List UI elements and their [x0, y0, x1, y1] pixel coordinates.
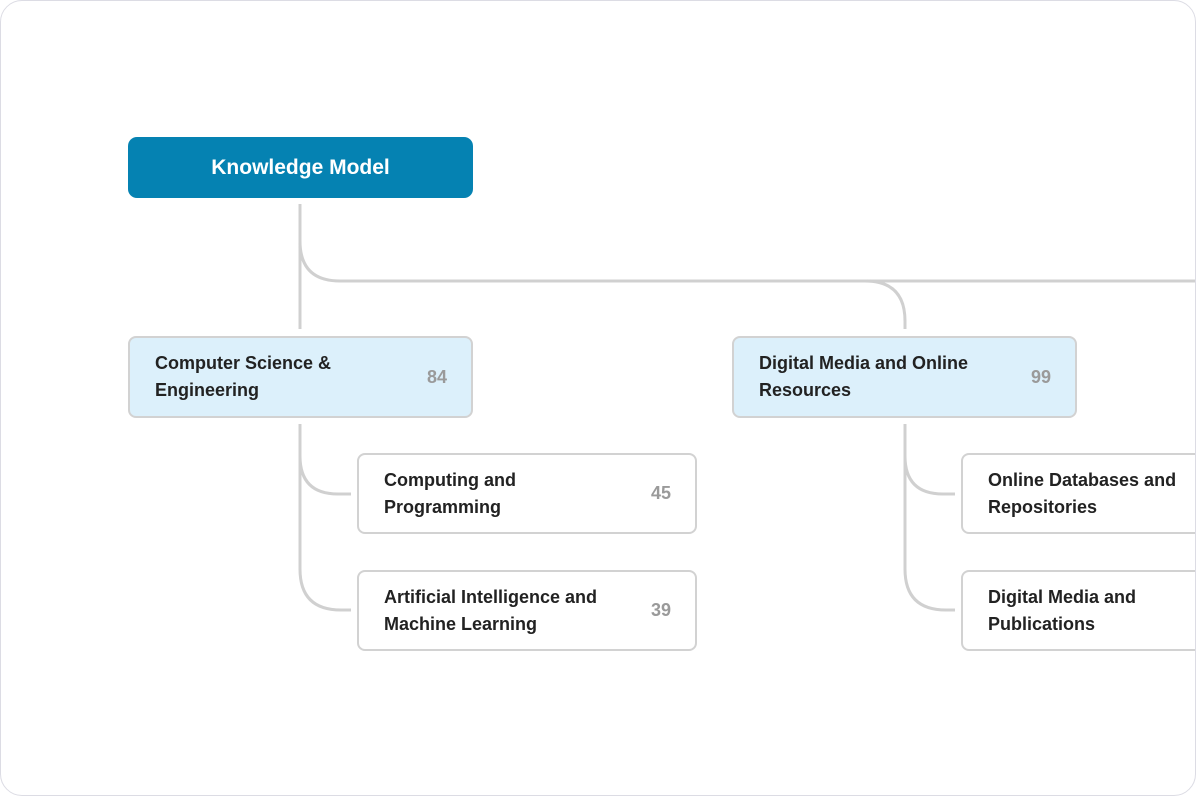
category-count: 99: [1030, 366, 1051, 387]
subcategory-node-online-databases[interactable]: Online Databases and Repositories: [961, 453, 1195, 534]
subcategory-node-computing-programming[interactable]: Computing and Programming 45: [357, 453, 697, 534]
subcategory-label: Artificial Intelligence and Machine Lear…: [384, 586, 598, 634]
category-label: Digital Media and Online Resources: [759, 353, 969, 400]
category-node-digital-media[interactable]: Digital Media and Online Resources 99: [732, 336, 1077, 418]
category-label: Computer Science & Engineering: [155, 353, 332, 400]
root-node-label: Knowledge Model: [211, 155, 390, 179]
subcategory-node-digital-publications[interactable]: Digital Media and Publications: [961, 570, 1195, 651]
subcategory-count: 45: [650, 483, 671, 503]
connector-to-category-2: [864, 279, 907, 329]
connector-cat1-child1: [298, 455, 351, 496]
subcategory-count: 39: [650, 600, 671, 620]
connector-root-bus: [298, 240, 1195, 283]
subcategory-label: Online Databases and Repositories: [988, 469, 1177, 517]
category-count: 84: [426, 366, 447, 387]
category-node-computer-science[interactable]: Computer Science & Engineering 84: [128, 336, 473, 418]
subcategory-label: Computing and Programming: [384, 469, 516, 517]
connector-cat2-child2: [903, 568, 955, 612]
root-node[interactable]: Knowledge Model: [128, 137, 473, 198]
connector-cat1-child2: [298, 568, 351, 612]
subcategory-node-ai-ml[interactable]: Artificial Intelligence and Machine Lear…: [357, 570, 697, 651]
connector-cat2-child1: [903, 455, 955, 496]
subcategory-label: Digital Media and Publications: [988, 586, 1137, 634]
